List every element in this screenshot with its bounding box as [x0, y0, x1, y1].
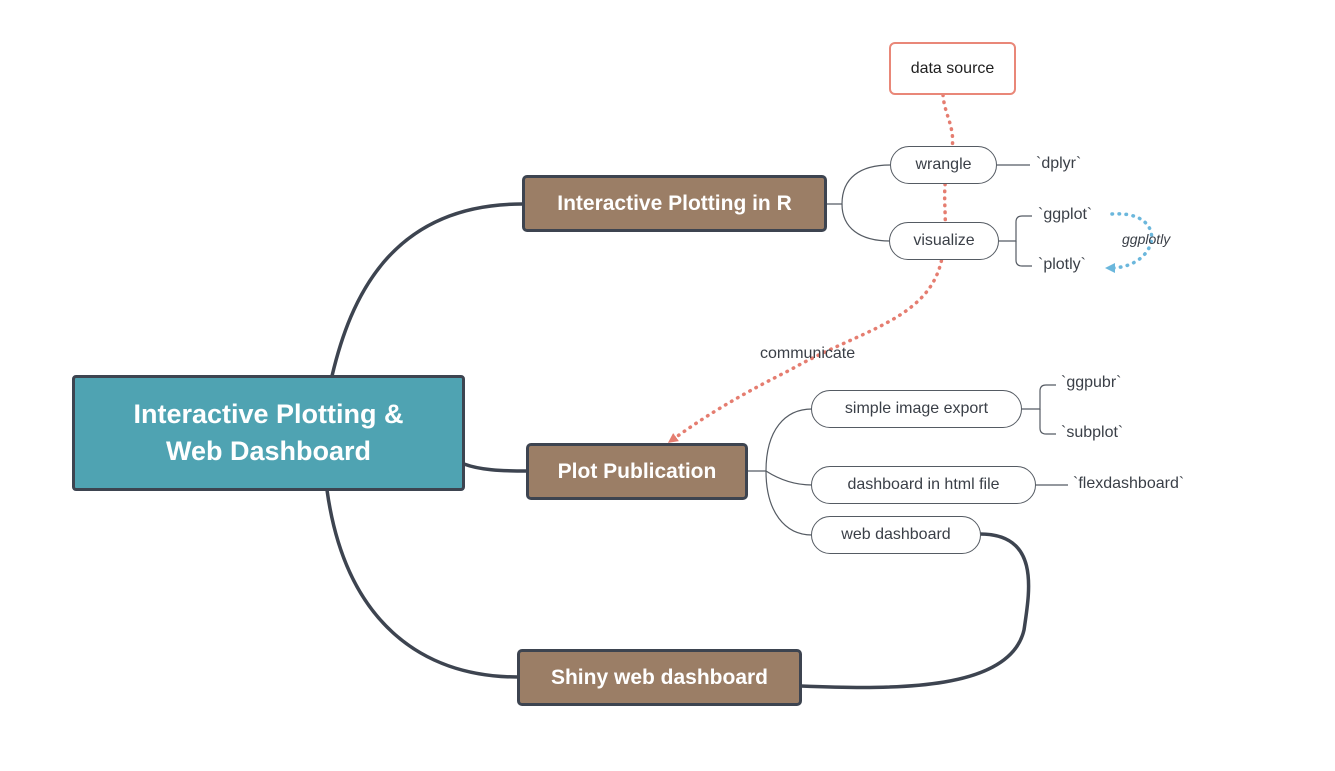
- topic-shiny-dashboard[interactable]: Shiny web dashboard: [517, 649, 802, 706]
- topic-plot-publication-label: Plot Publication: [557, 459, 717, 483]
- subtopic-web-dashboard[interactable]: web dashboard: [811, 516, 981, 554]
- subtopic-web-dashboard-label: web dashboard: [841, 526, 951, 543]
- branch-plotting-wrangle: [826, 164, 891, 205]
- central-topic-line2: Web Dashboard: [165, 436, 371, 466]
- branch-simple-ggpubr: [1022, 384, 1056, 410]
- subtopic-visualize[interactable]: visualize: [889, 222, 999, 260]
- subtopic-visualize-label: visualize: [913, 232, 975, 249]
- floating-data-source-label: data source: [910, 59, 995, 77]
- leaf-ggpubr[interactable]: `ggpubr`: [1061, 374, 1122, 391]
- topic-interactive-plotting[interactable]: Interactive Plotting in R: [522, 175, 827, 232]
- branch-central-shiny: [325, 489, 519, 679]
- branch-web-shiny: [800, 532, 1031, 690]
- leaf-plotly[interactable]: `plotly`: [1038, 256, 1087, 273]
- branch-simple-subplot: [1039, 409, 1056, 435]
- leaf-flexdashboard[interactable]: `flexdashboard`: [1073, 475, 1185, 492]
- branch-publication-simple: [748, 408, 813, 472]
- branch-central-plotting: [330, 202, 523, 377]
- topic-shiny-dashboard-label: Shiny web dashboard: [550, 665, 769, 689]
- subtopic-dashboard-html-label: dashboard in html file: [847, 476, 1000, 493]
- leaf-dplyr[interactable]: `dplyr`: [1036, 155, 1082, 172]
- branch-publication-web: [765, 470, 813, 536]
- branch-plotting-visualize: [841, 203, 891, 242]
- subtopic-simple-image-export[interactable]: simple image export: [811, 390, 1022, 428]
- branch-visualize-ggplot: [999, 215, 1032, 242]
- branch-publication-html: [765, 470, 813, 486]
- relation-ggplotly-line: [1105, 212, 1154, 273]
- topic-interactive-plotting-label: Interactive Plotting in R: [557, 191, 792, 215]
- subtopic-wrangle-label: wrangle: [915, 156, 972, 173]
- branch-central-publication: [463, 462, 528, 473]
- floating-data-source[interactable]: data source: [889, 42, 1016, 95]
- relation-communicate-line: [667, 93, 955, 443]
- leaf-subplot[interactable]: `subplot`: [1061, 424, 1124, 441]
- subtopic-wrangle[interactable]: wrangle: [890, 146, 997, 184]
- subtopic-simple-image-export-label: simple image export: [844, 400, 989, 417]
- central-topic[interactable]: Interactive Plotting & Web Dashboard: [72, 375, 465, 491]
- branch-visualize-plotly: [1015, 241, 1032, 267]
- leaf-ggplot[interactable]: `ggplot`: [1038, 206, 1093, 223]
- central-topic-line1: Interactive Plotting &: [133, 399, 404, 429]
- relation-communicate-label[interactable]: communicate: [760, 345, 856, 362]
- relation-ggplotly-label[interactable]: ggplotly: [1122, 231, 1171, 247]
- topic-plot-publication[interactable]: Plot Publication: [526, 443, 748, 500]
- subtopic-dashboard-html[interactable]: dashboard in html file: [811, 466, 1036, 504]
